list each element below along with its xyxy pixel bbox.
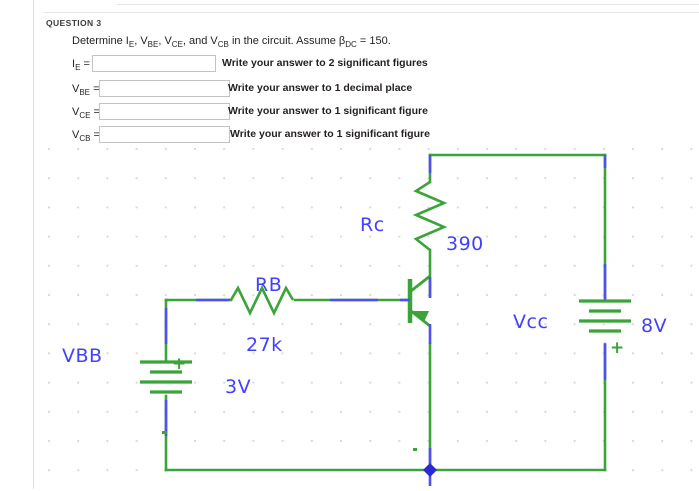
hint-vcb: Write your answer to 1 significant figur…: [230, 128, 430, 140]
question-header: QUESTION 3: [46, 18, 102, 28]
battery-vcc: [579, 299, 631, 333]
hint-vce: Write your answer to 1 significant figur…: [228, 105, 428, 117]
vcc-label: Vcc: [513, 311, 549, 333]
rc-label: Rc: [360, 214, 385, 236]
prompt-mid-3: , and V: [182, 35, 218, 47]
junction-node: [423, 463, 437, 477]
label-main-vce: V: [72, 106, 80, 118]
vcb-input[interactable]: [99, 126, 230, 143]
rb-label: RB: [255, 274, 283, 296]
label-vce: VCE =: [72, 106, 100, 120]
prompt-mid-2: , V: [158, 35, 172, 47]
label-main-vcb: V: [72, 129, 80, 141]
label-eq-ie: =: [80, 58, 90, 70]
anchor-dots: [162, 431, 417, 451]
label-eq-vce: =: [90, 106, 100, 118]
hint-vbe: Write your answer to 1 decimal place: [228, 82, 413, 94]
prompt-sub-ce: CE: [171, 40, 183, 50]
prompt-sub-cb: CB: [217, 40, 229, 50]
battery-vbb: [140, 360, 192, 394]
vcc-value: 8V: [641, 315, 668, 337]
label-sub-vbe: BE: [79, 88, 91, 98]
label-sub-ie: E: [75, 63, 81, 73]
label-vcb: VCB =: [72, 129, 100, 143]
label-ie: IE =: [72, 58, 90, 72]
resistor-rc: [412, 180, 448, 252]
vcc-plus-mark: +: [610, 338, 625, 358]
prompt-mid-1: , V: [134, 35, 148, 47]
label-main-ie: I: [72, 58, 76, 70]
vbe-input[interactable]: [99, 80, 230, 97]
hint-ie: Write your answer to 2 significant figur…: [222, 57, 428, 69]
label-eq-vcb: =: [90, 129, 100, 141]
circuit-svg: [28, 148, 699, 486]
vbb-value: 3V: [225, 376, 252, 398]
ie-input[interactable]: [92, 55, 216, 72]
question-prompt: Determine IE, VBE, VCE, and VCB in the c…: [72, 35, 391, 49]
prompt-end: = 150.: [356, 35, 391, 47]
vce-input[interactable]: [99, 103, 230, 120]
prompt-lead: Determine I: [72, 35, 129, 47]
label-sub-vce: CE: [79, 111, 91, 121]
prompt-sub-dc: DC: [345, 40, 357, 50]
prompt-sub-e: E: [128, 40, 135, 50]
prompt-sub-be: BE: [147, 40, 159, 50]
page-left-rule: [33, 0, 34, 489]
prompt-tail: in the circuit. Assume β: [228, 35, 346, 47]
rc-value: 390: [446, 233, 484, 255]
label-sub-vcb: CB: [79, 134, 91, 144]
vbb-label: VBB: [62, 345, 103, 367]
rb-value: 27k: [246, 334, 283, 356]
page-top-rule-1: [117, 4, 699, 5]
label-eq-vbe: =: [90, 83, 100, 95]
resistor-rb: [229, 284, 295, 317]
label-main-vbe: V: [72, 83, 80, 95]
grid-background: [28, 148, 699, 486]
label-vbe: VBE =: [72, 83, 100, 97]
vbb-plus-mark: +: [172, 354, 187, 374]
page-top-rule-2: [43, 12, 699, 13]
